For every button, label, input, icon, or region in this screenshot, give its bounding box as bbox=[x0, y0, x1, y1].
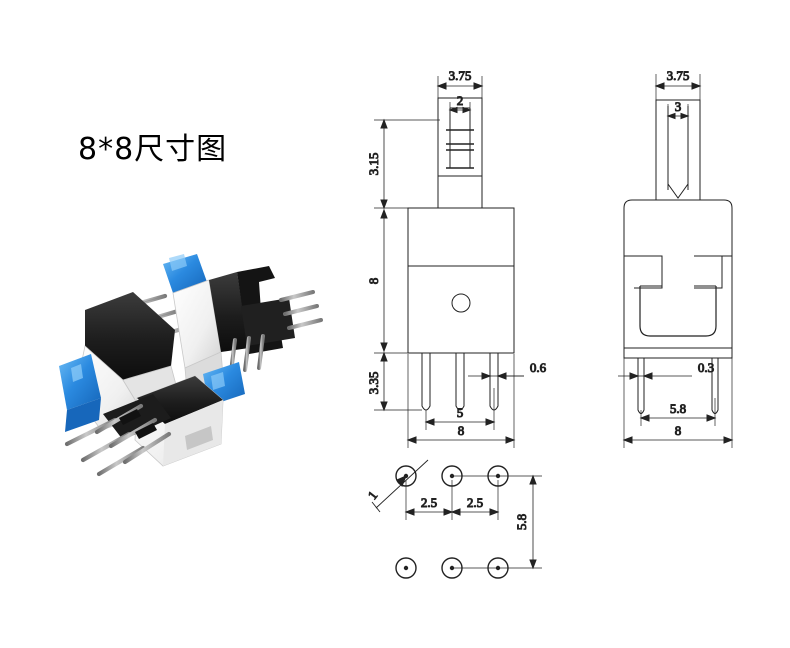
page-title: 8*8尺寸图 bbox=[78, 132, 228, 167]
front-view-drawing: 3.75 2 3.15 8 3.35 bbox=[360, 58, 580, 458]
dim-front-body-width: 8 bbox=[458, 423, 465, 438]
dim-front-pin-length: 3.35 bbox=[366, 372, 381, 395]
dim-footprint-pitch-2: 2.5 bbox=[467, 495, 483, 510]
dim-side-body-width: 8 bbox=[675, 423, 682, 438]
dim-footprint-row-spacing: 5.8 bbox=[514, 514, 529, 530]
dim-side-pin-thickness: 0.3 bbox=[698, 360, 714, 375]
side-view-drawing: 3.75 3 0.3 5.8 8 bbox=[600, 58, 790, 458]
dim-side-plunger-inner-width: 3 bbox=[675, 99, 682, 114]
product-photo bbox=[45, 248, 335, 483]
dim-front-plunger-width: 3.75 bbox=[449, 68, 472, 83]
dim-front-body-height: 8 bbox=[366, 278, 381, 285]
photo-switch-bottom bbox=[64, 362, 245, 477]
dim-front-pin-span: 5 bbox=[457, 405, 464, 420]
dim-side-plunger-width: 3.75 bbox=[667, 68, 690, 83]
dim-front-pin-thickness: 0.6 bbox=[530, 360, 547, 375]
pcb-footprint-drawing: 2.5 2.5 5.8 1 bbox=[364, 450, 580, 600]
dim-footprint-pitch-1: 2.5 bbox=[421, 495, 437, 510]
dim-side-pin-span: 5.8 bbox=[670, 401, 686, 416]
dim-front-plunger-height: 3.15 bbox=[366, 153, 381, 176]
dim-front-plunger-inner-width: 2 bbox=[457, 93, 464, 108]
photo-switch-right bbox=[163, 254, 323, 392]
dim-footprint-hole-callout: 1 bbox=[365, 488, 381, 502]
